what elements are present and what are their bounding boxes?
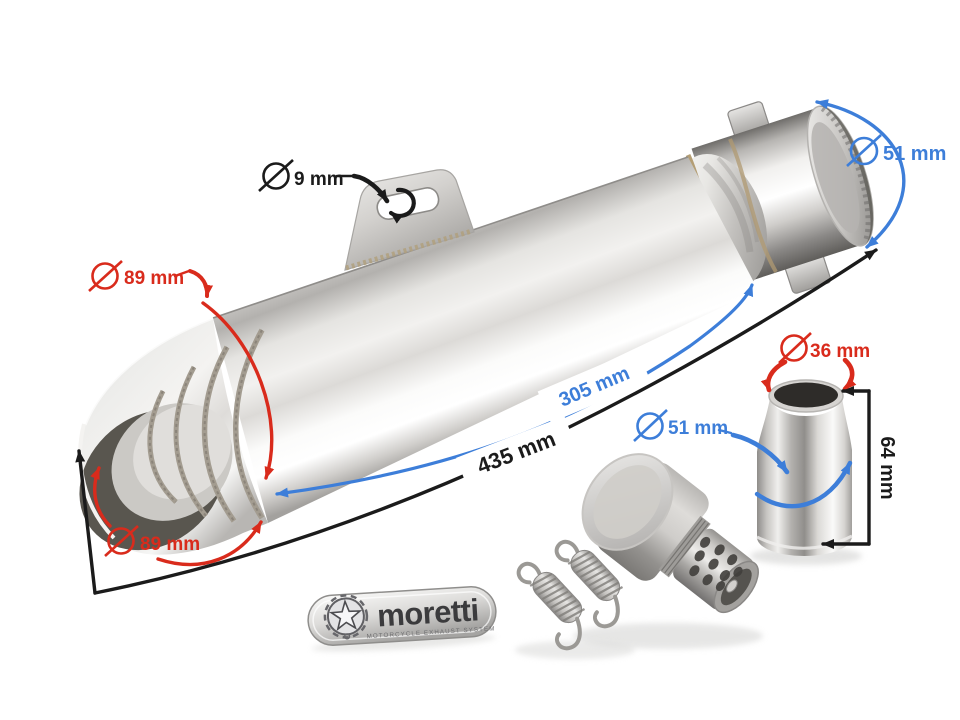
dim-label: 9 mm [294,169,344,190]
end-cap-reflection [702,162,754,253]
dim-bracket-hole: 9 mm [258,159,416,224]
dim-label: 435 mm [473,426,558,479]
dim-label: 51 mm [668,418,728,439]
inlet-arrow-right [842,357,857,392]
star-icon [329,599,363,632]
diameter-icon [633,409,668,442]
badge-brand-text: moretti [376,592,480,633]
exhaust-spring [516,561,586,651]
dim-tip-diameter: 51 mm [815,99,946,249]
db-killer-threads [661,518,709,576]
weld-seam-texture [234,329,263,519]
leader-arrow [188,269,214,298]
diameter-arc-arrow [815,99,906,249]
bracket-base-weld [345,228,473,271]
emblem-rosette [323,594,369,639]
badge-inner-highlight [312,591,492,641]
leader-arrow [730,432,790,475]
dim-label: 89 mm [140,534,200,555]
db-killer-holes [689,536,743,592]
springs-shadow [515,641,635,659]
dim-label: 64 mm [876,436,898,499]
db-killer-shadow [573,623,763,649]
dim-adapter-length: 64 mm [821,386,898,549]
dim-label: 89 mm [124,268,184,289]
inlet-arrow-left [760,359,788,393]
badge-star-emblem [323,594,369,640]
leader-line [173,269,191,278]
leader-line [717,428,733,435]
diameter-arc-arrow [201,301,275,480]
brand-badge: moretti MOTORCYCLE EXHAUST SYSTEM [307,586,497,652]
diameter-icon [88,260,123,292]
dim-outlet-diameter: 89 mm [90,466,263,567]
db-killer-center-pin [726,579,738,593]
diameter-icon [258,159,294,192]
weld-seam-texture [148,390,177,503]
dim-label: 36 mm [810,341,870,362]
adapter-inlet-opening [774,382,838,408]
collar-weld-seam [728,138,778,273]
dim-body-diameter-front: 89 mm [88,260,275,480]
diameter-arc-arrow [156,520,263,567]
dim-label-group: 64 mm [876,436,898,499]
spring-hook-top [516,561,543,585]
dim-adapter-inlet: 36 mm [760,332,870,393]
diameter-icon [778,332,812,364]
diameter-icon [104,525,139,557]
dim-db-killer-diameter: 51 mm [633,409,853,509]
rotation-arrow [388,187,416,224]
leader-arrow [351,173,390,204]
adapter-body [757,398,852,556]
db-killer [581,453,759,614]
exhaust-spring [554,539,624,629]
spring-hook-top [554,539,581,563]
dim-label-group: 435 mm [456,416,576,488]
weld-seam-texture [203,346,235,522]
weld-seams [147,328,265,523]
extension-line [75,449,97,595]
spring-coil-wires [529,572,586,622]
label-mask [456,416,576,488]
spring-hook-bottom [592,594,620,629]
label-mask [537,349,651,423]
diameter-band-arrow [754,460,853,509]
spring-coil-wires [567,550,624,600]
bend-highlight [83,316,214,426]
inlet-adapter [756,379,853,556]
weld-seam-texture [175,366,207,517]
spring-hook-bottom [554,616,582,651]
diameter-arc-arrow [90,466,112,528]
end-cap-reflection [716,156,759,243]
adapter-bottom-rim [756,534,853,550]
emblem-dot [344,633,351,640]
